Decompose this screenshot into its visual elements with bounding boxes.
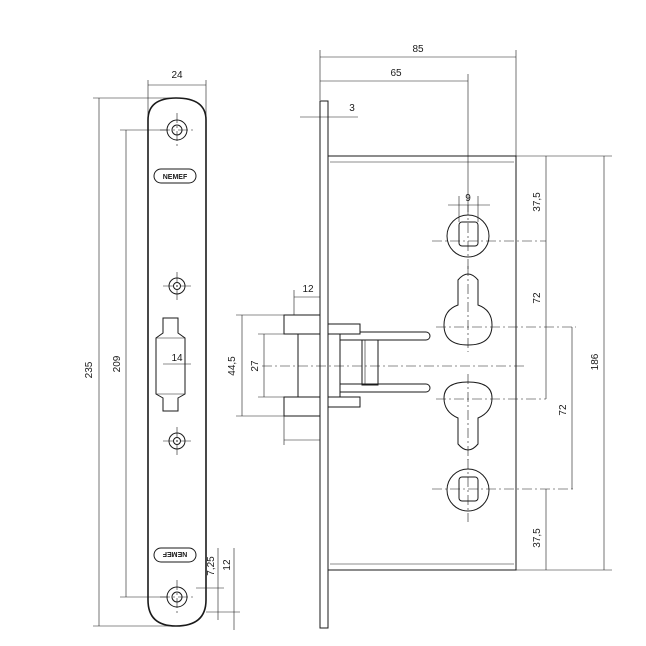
dim-hole-spacing: 209: [112, 355, 123, 372]
dim-top-offset: 37,5: [532, 192, 543, 212]
dim-plate-thickness: 3: [349, 103, 355, 114]
dim-bottom-offset: 37,5: [532, 528, 543, 548]
dim-spindle-square: 9: [465, 193, 471, 204]
dim-slot-width: 14: [171, 353, 183, 364]
dim-backset: 65: [390, 68, 402, 79]
faceplate-dimensions: 24 235 209 14 7,25 12: [84, 70, 240, 630]
lock-case: [327, 155, 517, 571]
dim-latch-height: 27: [250, 360, 261, 372]
body-dimensions: 85 65 3 9 37,5 72 72 37,5 186: [300, 44, 612, 571]
front-plate: [319, 100, 329, 629]
cylinder-cutout-upper: [443, 273, 493, 346]
dim-hole-offset: 7,25: [206, 556, 217, 576]
logo-bottom: [153, 547, 197, 563]
dim-faceplate-width: 24: [171, 70, 183, 81]
latch-dimensions: 12 27 44,5: [227, 284, 321, 445]
dim-hole-edge: 12: [222, 559, 233, 571]
dim-total-height: 235: [84, 361, 95, 378]
dim-bolt-height: 44,5: [227, 356, 238, 376]
logo-text-top: NEMEF: [163, 174, 188, 181]
dim-latch-width: 12: [302, 284, 314, 295]
dim-cyl-distance-upper: 72: [532, 292, 543, 304]
dim-case-height: 186: [590, 353, 601, 370]
logo-text-bottom: NEMEF: [162, 550, 187, 557]
dim-overall-depth: 85: [412, 44, 424, 55]
dim-cyl-distance-lower: 72: [558, 404, 569, 416]
lock-body: [262, 100, 576, 629]
latch-assembly: [262, 314, 524, 417]
logo-top: [153, 168, 197, 184]
